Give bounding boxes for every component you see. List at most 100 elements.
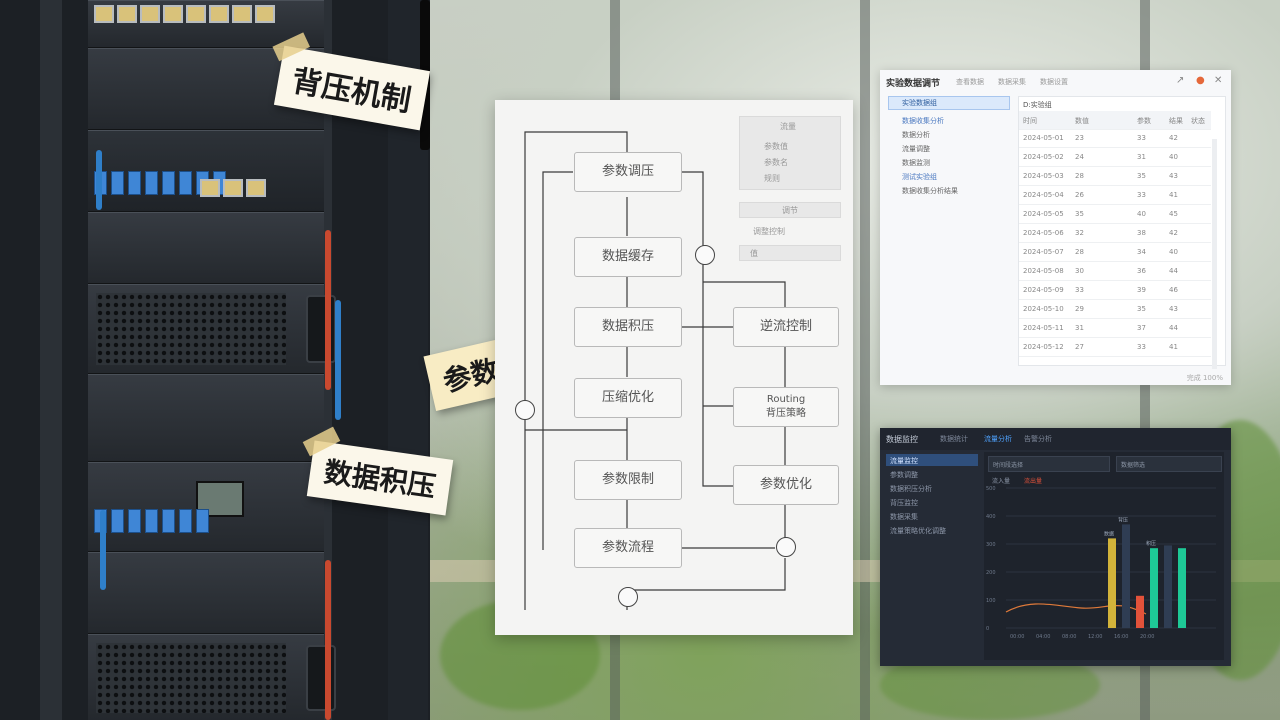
sidebar-item[interactable]: 数据积压分析 [890,485,932,493]
table-cell: 2024-05-08 [1023,267,1064,275]
table-cell: 33 [1137,134,1146,142]
table-cell: 39 [1137,286,1146,294]
sidebar-item[interactable]: 实验数据组 [902,99,937,107]
light-data-window: 实验数据调节 查看数据 数据采集 数据设置 ↗ ● ✕ 实验数据组 数据收集分析… [880,70,1231,385]
panel-label: 调整控制 [753,227,785,236]
network-appliance [88,462,324,552]
table-cell: 43 [1169,172,1178,180]
table-row[interactable]: 2024-05-06 32 38 42 [1019,224,1211,243]
legend-item: 流出量 [1024,478,1043,485]
flow-node: 数据积压 [574,307,682,347]
sidebar-item[interactable]: 流量监控 [890,457,918,465]
switch-ports [94,5,275,23]
server-unit [88,552,324,634]
table-cell: 40 [1169,153,1178,161]
window-frame [860,0,870,720]
sidebar-item[interactable]: 背压监控 [890,499,918,507]
x-tick-label: 12:00 [1088,634,1102,640]
flowchart-junction [776,537,796,557]
bar-label: 积压 [1146,540,1156,547]
table-cell: 30 [1075,267,1084,275]
y-tick-label: 300 [986,542,996,548]
sidebar-item[interactable]: 流量调整 [902,145,930,153]
sidebar-item[interactable]: 测试实验组 [902,173,937,181]
scrollbar[interactable] [1212,139,1217,369]
close-icon[interactable]: ✕ [1214,75,1223,86]
tab-view[interactable]: 查看数据 [956,78,984,86]
flow-node: 参数调压 [574,152,682,192]
tab-stats[interactable]: 数据统计 [940,435,968,443]
table-cell: 32 [1075,229,1084,237]
cable [96,150,102,210]
tab-traffic[interactable]: 流量分析 [984,435,1012,443]
flow-node: 参数限制 [574,460,682,500]
window-title: 数据监控 [886,435,918,444]
table-cell: 42 [1169,134,1178,142]
table-cell: 42 [1169,229,1178,237]
flow-node: 压缩优化 [574,378,682,418]
flowchart-junction [695,245,715,265]
sidebar-item[interactable]: 数据采集 [890,513,918,521]
panel-label: 流量 [780,122,796,131]
table-cell: 35 [1137,305,1146,313]
legend-item: 流入量 [992,478,1011,485]
data-filter-select[interactable]: 数据筛选 [1116,456,1222,472]
table-cell: 2024-05-07 [1023,248,1064,256]
y-tick-label: 200 [986,570,996,576]
y-tick-label: 0 [986,626,989,632]
table-cell: 28 [1075,248,1084,256]
tab-settings[interactable]: 数据设置 [1040,78,1068,86]
table-cell: 41 [1169,191,1178,199]
flow-node: 逆流控制 [733,307,839,347]
sidebar-item[interactable]: 数据收集分析 [902,117,944,125]
vented-server [88,634,336,720]
table-cell: 2024-05-10 [1023,305,1064,313]
sidebar-item[interactable]: 参数调整 [890,471,918,479]
table-cell: 36 [1137,267,1146,275]
sidebar-item[interactable]: 数据监测 [902,159,930,167]
table-cell: 2024-05-11 [1023,324,1064,332]
table-cell: 23 [1075,134,1084,142]
parameter-panel: 调节 [739,202,841,218]
chart-bar [1122,524,1130,628]
record-icon[interactable]: ● [1196,75,1205,86]
breadcrumb: D:实验组 [1023,101,1052,109]
sidebar-item[interactable]: 数据收集分析结果 [902,187,958,195]
panel-label: 参数值 [764,142,788,151]
time-range-select[interactable]: 时间段选择 [988,456,1110,472]
table-cell: 2024-05-03 [1023,172,1064,180]
cable [325,560,331,720]
patch-panel [88,130,324,212]
connector-line [524,131,628,610]
tab-collect[interactable]: 数据采集 [998,78,1026,86]
chart-bar [1136,595,1144,628]
x-tick-label: 16:00 [1114,634,1128,640]
parameter-panel: 值 [739,245,841,261]
sidebar-item[interactable]: 流量策略优化调整 [890,527,946,535]
tab-alerts[interactable]: 告警分析 [1024,435,1052,443]
sidebar-item[interactable]: 数据分析 [902,131,930,139]
window-title: 实验数据调节 [886,79,941,89]
select-value: 数据筛选 [1121,462,1146,469]
table-cell: 38 [1137,229,1146,237]
share-icon[interactable]: ↗ [1176,75,1185,86]
server-unit [88,374,324,462]
flowchart-junction [618,587,638,607]
table-cell: 34 [1137,248,1146,256]
table-cell: 2024-05-06 [1023,229,1064,237]
sidebar-selected[interactable] [888,96,1010,110]
sidebar-selected[interactable] [886,454,978,466]
